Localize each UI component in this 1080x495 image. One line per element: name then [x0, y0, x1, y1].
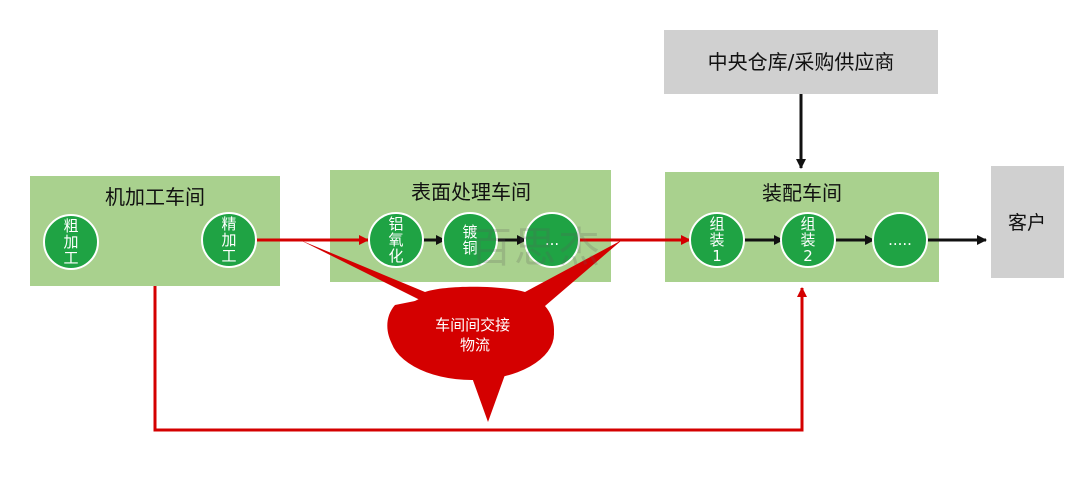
- svg-text:组装2: 组装2: [800, 215, 815, 265]
- warehouse-box: 中央仓库/采购供应商: [664, 30, 938, 94]
- node-anodize: 铝氧化: [368, 212, 424, 268]
- logistics-callout: 车间间交接 物流: [300, 240, 622, 422]
- node-surface-more: ...: [524, 212, 580, 268]
- node-rough-machining: 粗加工: [43, 214, 99, 270]
- node-copper-plating: 镀铜: [442, 212, 498, 268]
- svg-text:镀铜: 镀铜: [462, 223, 477, 257]
- svg-text:粗加工: 粗加工: [63, 217, 78, 267]
- node-finish-machining: 精加工: [201, 212, 257, 268]
- customer-box: 客户: [991, 166, 1064, 278]
- svg-text:精加工: 精加工: [221, 215, 236, 265]
- customer-label: 客户: [1008, 212, 1046, 234]
- workshop-assembly-title: 装配车间: [762, 181, 842, 205]
- workshop-machining-title: 机加工车间: [105, 185, 205, 209]
- node-assembly-more: .....: [872, 212, 928, 268]
- logistics-callout-label: 车间间交接 物流: [435, 316, 515, 354]
- svg-text:组装1: 组装1: [709, 215, 724, 265]
- svg-text:...: ...: [545, 231, 559, 249]
- red-bypass-line: [153, 286, 807, 432]
- warehouse-label: 中央仓库/采购供应商: [708, 50, 895, 74]
- svg-text:.....: .....: [888, 231, 912, 249]
- svg-text:铝氧化: 铝氧化: [388, 215, 403, 265]
- workshop-surface-title: 表面处理车间: [411, 180, 531, 204]
